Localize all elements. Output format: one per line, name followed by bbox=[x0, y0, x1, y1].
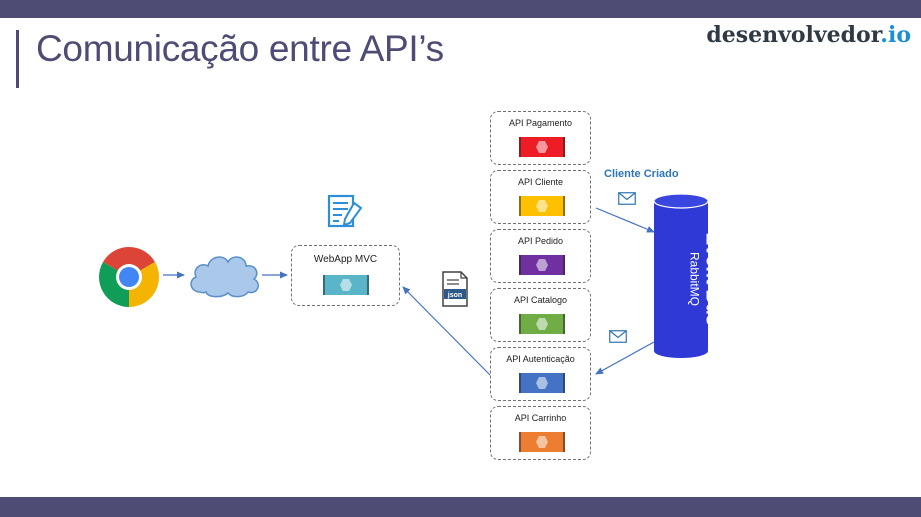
slide-title: Comunicação entre API’s bbox=[36, 28, 444, 69]
top-bar bbox=[0, 0, 921, 18]
api-pedido-icon bbox=[519, 255, 565, 275]
brand-suffix: .io bbox=[880, 22, 911, 48]
arrow-cliente-to-bus bbox=[595, 207, 655, 233]
api-carrinho-box: API Carrinho bbox=[490, 406, 591, 460]
api-autenticacao-icon bbox=[519, 373, 565, 393]
api-cliente-box: API Cliente bbox=[490, 170, 591, 224]
api-cliente-icon bbox=[519, 196, 565, 216]
api-autenticacao-label: API Autenticação bbox=[506, 354, 575, 364]
brand-logo: desenvolvedor.io bbox=[706, 22, 911, 48]
cliente-criado-annotation: Cliente Criado bbox=[604, 168, 679, 180]
api-pagamento-label: API Pagamento bbox=[508, 118, 573, 128]
envelope-icon bbox=[609, 330, 627, 343]
api-catalogo-icon bbox=[519, 314, 565, 334]
json-file-icon: json bbox=[442, 271, 468, 307]
document-edit-icon bbox=[327, 194, 363, 228]
brand-name: desenvolvedor bbox=[706, 22, 881, 48]
webapp-mvc-box: WebApp MVC bbox=[291, 245, 400, 306]
api-pedido-label: API Pedido bbox=[517, 236, 564, 246]
title-accent-line bbox=[16, 30, 19, 88]
api-pagamento-icon bbox=[519, 137, 565, 157]
arrow-api-to-webapp bbox=[402, 286, 491, 376]
cloud-icon bbox=[190, 256, 259, 298]
event-bus-cylinder bbox=[653, 193, 709, 358]
api-catalogo-label: API Catalogo bbox=[513, 295, 568, 305]
api-pedido-box: API Pedido bbox=[490, 229, 591, 283]
api-carrinho-icon bbox=[519, 432, 565, 452]
arrow-bus-to-autenticacao bbox=[595, 341, 655, 375]
chrome-icon bbox=[99, 247, 159, 307]
event-bus-title: Event Bus bbox=[701, 232, 723, 326]
envelope-icon bbox=[618, 192, 636, 205]
webapp-label: WebApp MVC bbox=[313, 254, 378, 265]
api-catalogo-box: API Catalogo bbox=[490, 288, 591, 342]
api-pagamento-box: API Pagamento bbox=[490, 111, 591, 165]
webapp-service-icon bbox=[323, 275, 369, 295]
api-autenticacao-box: API Autenticação bbox=[490, 347, 591, 401]
bottom-bar bbox=[0, 497, 921, 517]
json-text: json bbox=[447, 292, 462, 299]
api-carrinho-label: API Carrinho bbox=[514, 413, 567, 423]
event-bus-subtitle: RabbitMQ bbox=[687, 251, 702, 307]
api-cliente-label: API Cliente bbox=[517, 177, 564, 187]
event-bus-label: Event Bus RabbitMQ bbox=[688, 233, 723, 326]
